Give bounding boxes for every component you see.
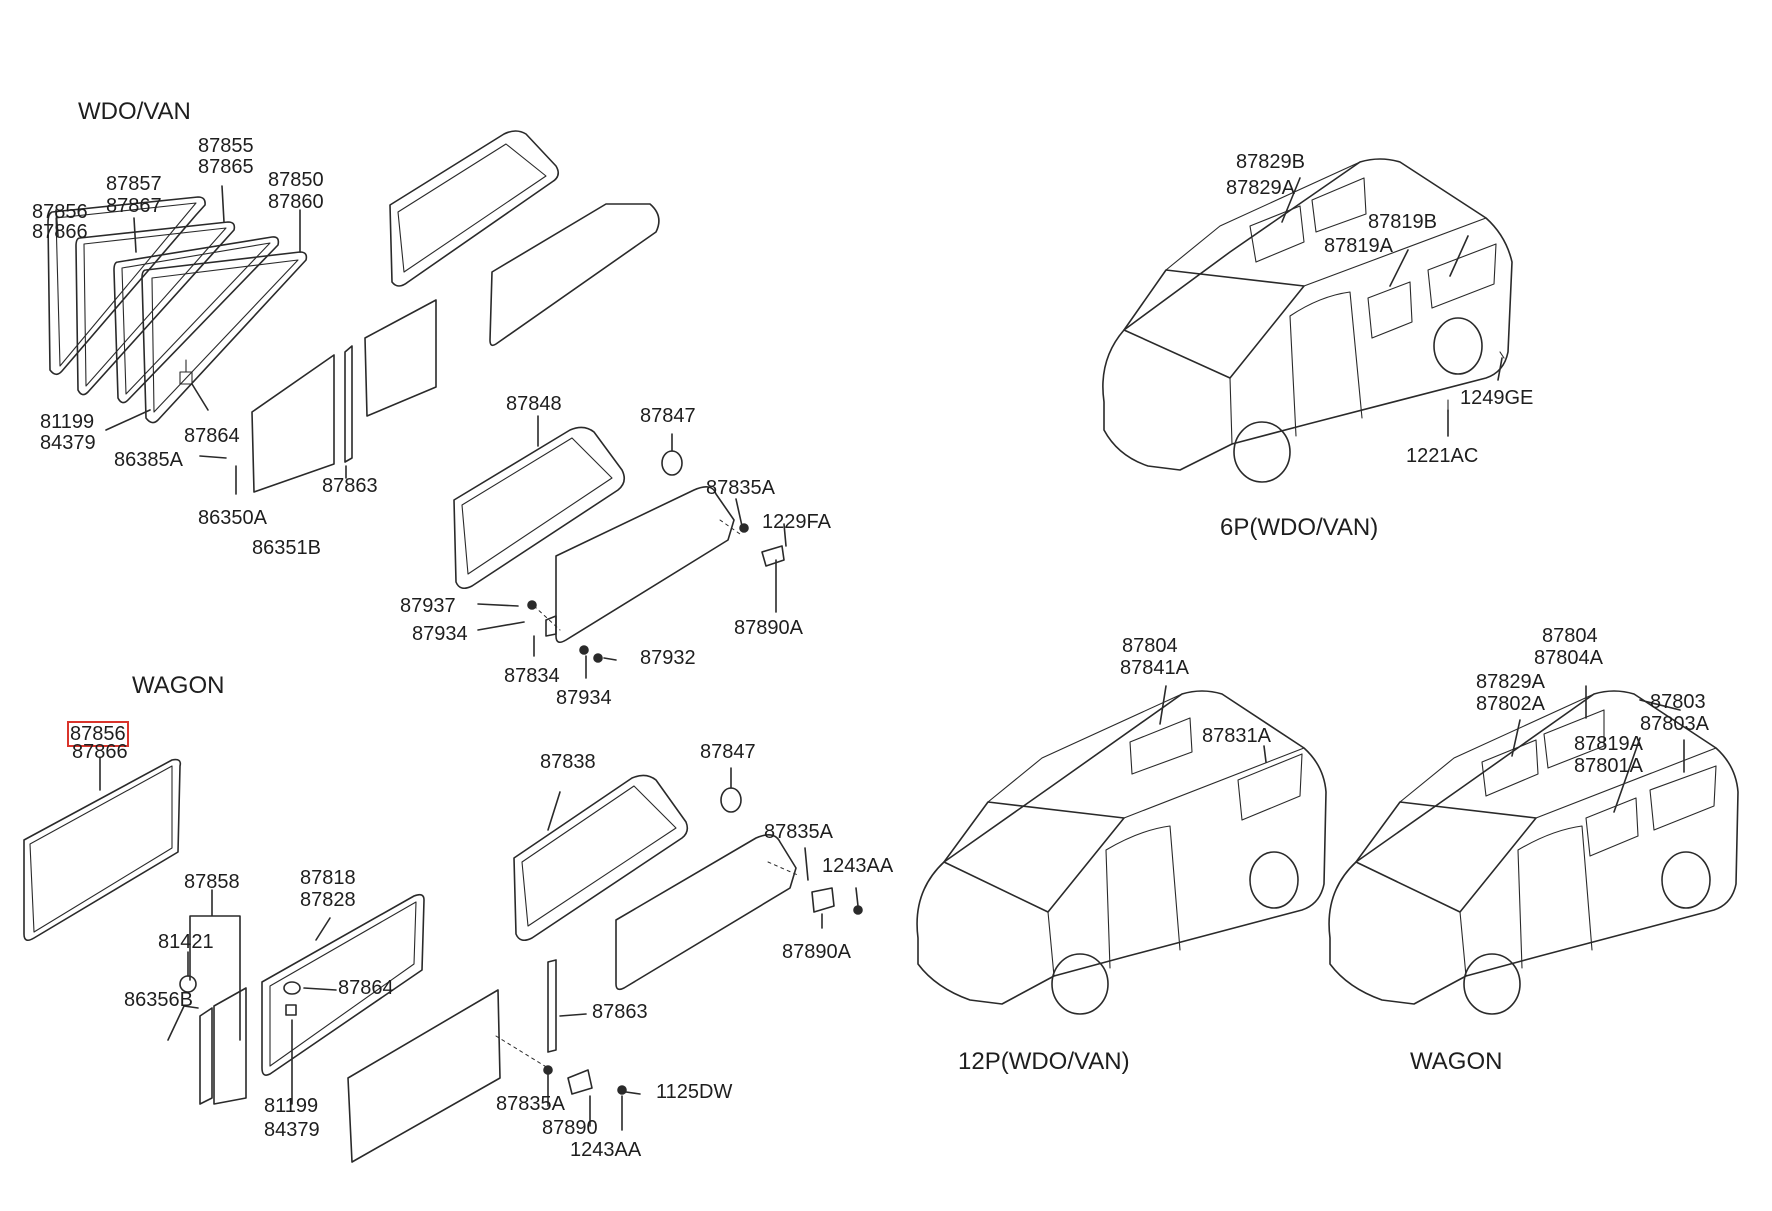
part-number-label[interactable]: 87831A: [1202, 725, 1271, 747]
part-number-label[interactable]: 87828: [300, 889, 356, 911]
part-number-label[interactable]: 87890: [542, 1117, 598, 1139]
view-title-wagon: WAGON: [1410, 1048, 1503, 1075]
section-title-wdo-van: WDO/VAN: [78, 98, 191, 125]
part-number-label[interactable]: 87890A: [782, 941, 851, 963]
part-number-label[interactable]: 1229FA: [762, 511, 831, 533]
part-number-label[interactable]: 87819B: [1368, 211, 1437, 233]
part-number-label[interactable]: 87803: [1650, 691, 1706, 713]
van-6p-outline: [1102, 158, 1513, 483]
part-number-label[interactable]: 1243AA: [570, 1139, 642, 1161]
part-number-label[interactable]: 87934: [556, 687, 612, 709]
part-number-label[interactable]: 87804: [1122, 635, 1178, 657]
view-title-6p: 6P(WDO/VAN): [1220, 514, 1379, 541]
part-number-label[interactable]: 87863: [322, 475, 378, 497]
part-number-label[interactable]: 87835A: [496, 1093, 565, 1115]
part-number-label[interactable]: 86385A: [114, 449, 183, 471]
part-number-label[interactable]: 87860: [268, 191, 324, 213]
part-number-label[interactable]: 87855: [198, 135, 254, 157]
wagon-quarter-assembly: [495, 774, 863, 1095]
part-number-label[interactable]: 84379: [40, 432, 96, 454]
part-number-label[interactable]: 87866: [72, 741, 128, 763]
section-title-wagon: WAGON: [132, 672, 225, 699]
part-number-label[interactable]: 87834: [504, 665, 560, 687]
part-number-label[interactable]: 1243AA: [822, 855, 894, 877]
part-number-label[interactable]: 87829A: [1476, 671, 1545, 693]
part-number-label[interactable]: 87856: [32, 201, 88, 223]
part-number-label[interactable]: 84379: [264, 1119, 320, 1141]
part-number-label[interactable]: 87802A: [1476, 693, 1545, 715]
part-number-label[interactable]: 87858: [184, 871, 240, 893]
part-number-label[interactable]: 86350A: [198, 507, 267, 529]
wagon-weatherstrips: [23, 758, 501, 1163]
part-number-label[interactable]: 87841A: [1120, 657, 1189, 679]
part-number-label[interactable]: 81421: [158, 931, 214, 953]
part-number-label[interactable]: 86351B: [252, 537, 321, 559]
van-12p-outline: [916, 690, 1327, 1015]
part-number-label[interactable]: 87865: [198, 156, 254, 178]
part-number-label[interactable]: 87829B: [1236, 151, 1305, 173]
part-number-label[interactable]: 87847: [640, 405, 696, 427]
part-number-label[interactable]: 87829A: [1226, 177, 1295, 199]
part-number-label[interactable]: 1221AC: [1406, 445, 1479, 467]
part-number-label[interactable]: 87838: [540, 751, 596, 773]
part-number-label[interactable]: 87804A: [1534, 647, 1603, 669]
part-number-label[interactable]: 1125DW: [656, 1081, 733, 1103]
part-number-label[interactable]: 87857: [106, 173, 162, 195]
part-number-label[interactable]: 87864: [184, 425, 240, 447]
part-number-label[interactable]: 81199: [40, 411, 95, 433]
part-number-label[interactable]: 87863: [592, 1001, 648, 1023]
part-number-label[interactable]: 87803A: [1640, 713, 1709, 735]
part-number-label[interactable]: 87867: [106, 195, 162, 217]
part-number-label[interactable]: 1249GE: [1460, 387, 1534, 409]
part-number-label[interactable]: 87932: [640, 647, 696, 669]
part-number-label[interactable]: 81199: [264, 1095, 319, 1117]
part-number-label[interactable]: 87866: [32, 221, 88, 243]
highlighted-part-number[interactable]: 87856: [67, 721, 129, 747]
part-number-label[interactable]: 87847: [700, 741, 756, 763]
part-number-label[interactable]: 87818: [300, 867, 356, 889]
part-number-label[interactable]: 87890A: [734, 617, 803, 639]
part-number-label[interactable]: 87848: [506, 393, 562, 415]
part-number-label[interactable]: 87819A: [1324, 235, 1393, 257]
part-number-label[interactable]: 86356B: [124, 989, 193, 1011]
part-number-label[interactable]: 87819A: [1574, 733, 1643, 755]
part-number-label[interactable]: 87864: [338, 977, 394, 999]
wdo-van-quarter-assembly: [453, 426, 785, 663]
wdo-van-glass: [251, 130, 660, 493]
part-number-label[interactable]: 87804: [1542, 625, 1598, 647]
wdo-van-weatherstrips: [47, 196, 308, 424]
leader-lines: [55, 177, 1685, 1131]
part-number-label[interactable]: 87801A: [1574, 755, 1643, 777]
part-number-label[interactable]: 87835A: [706, 477, 775, 499]
part-number-label[interactable]: 87934: [412, 623, 468, 645]
wagon-view-outline: [1328, 690, 1739, 1015]
view-title-12p: 12P(WDO/VAN): [958, 1048, 1130, 1075]
part-number-label[interactable]: 87937: [400, 595, 456, 617]
part-number-label[interactable]: 87835A: [764, 821, 833, 843]
part-number-label[interactable]: 87850: [268, 169, 324, 191]
